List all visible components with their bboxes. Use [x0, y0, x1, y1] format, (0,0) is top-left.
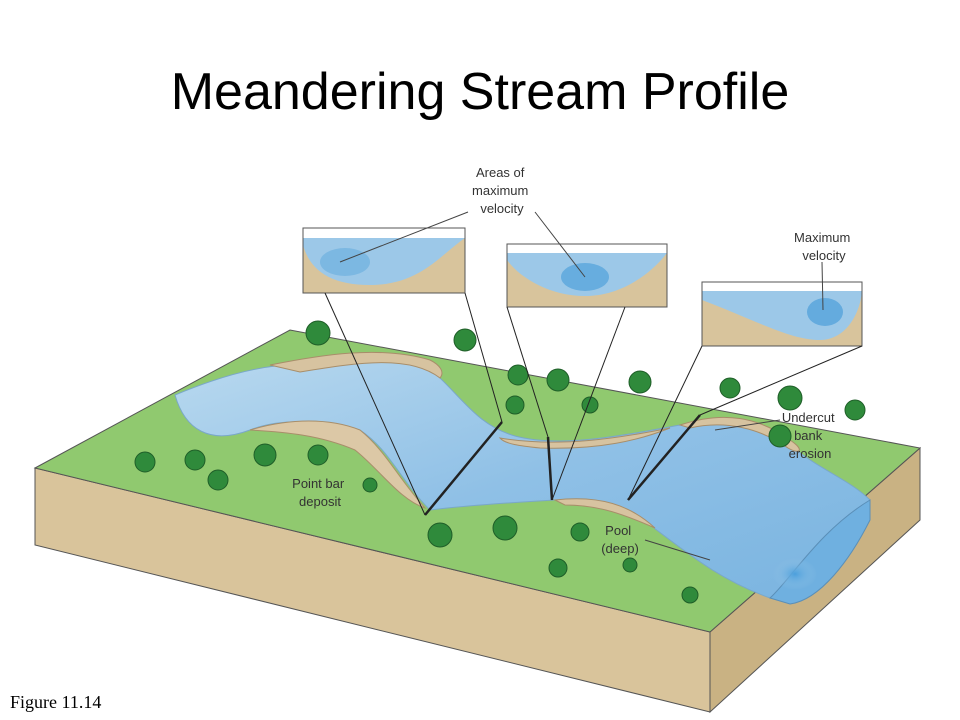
cross-section-middle	[506, 243, 668, 308]
inset-connectors-bold	[424, 414, 701, 516]
lower-bank	[498, 427, 671, 449]
label-pool-deep: Pool (deep)	[601, 523, 639, 556]
label-leaders	[339, 211, 824, 561]
inset-connectors	[324, 292, 863, 516]
label-point-bar-deposit: Point bar deposit	[292, 476, 348, 509]
pool-bank	[553, 498, 656, 529]
page-title: Meandering Stream Profile	[170, 63, 790, 121]
cross-section-left	[302, 227, 466, 294]
point-bar-deposit	[249, 420, 427, 510]
label-max-velocity: Maximum velocity	[794, 230, 854, 263]
label-undercut-bank-erosion: Undercut bank erosion	[782, 410, 838, 461]
label-areas-max-velocity: Areas of maximum velocity	[472, 165, 532, 216]
figure-label: Figure 11.14	[10, 692, 102, 712]
trees	[134, 320, 866, 604]
upper-bank	[269, 351, 443, 379]
cross-section-right	[701, 281, 863, 347]
deep-pool-spot	[773, 558, 817, 590]
